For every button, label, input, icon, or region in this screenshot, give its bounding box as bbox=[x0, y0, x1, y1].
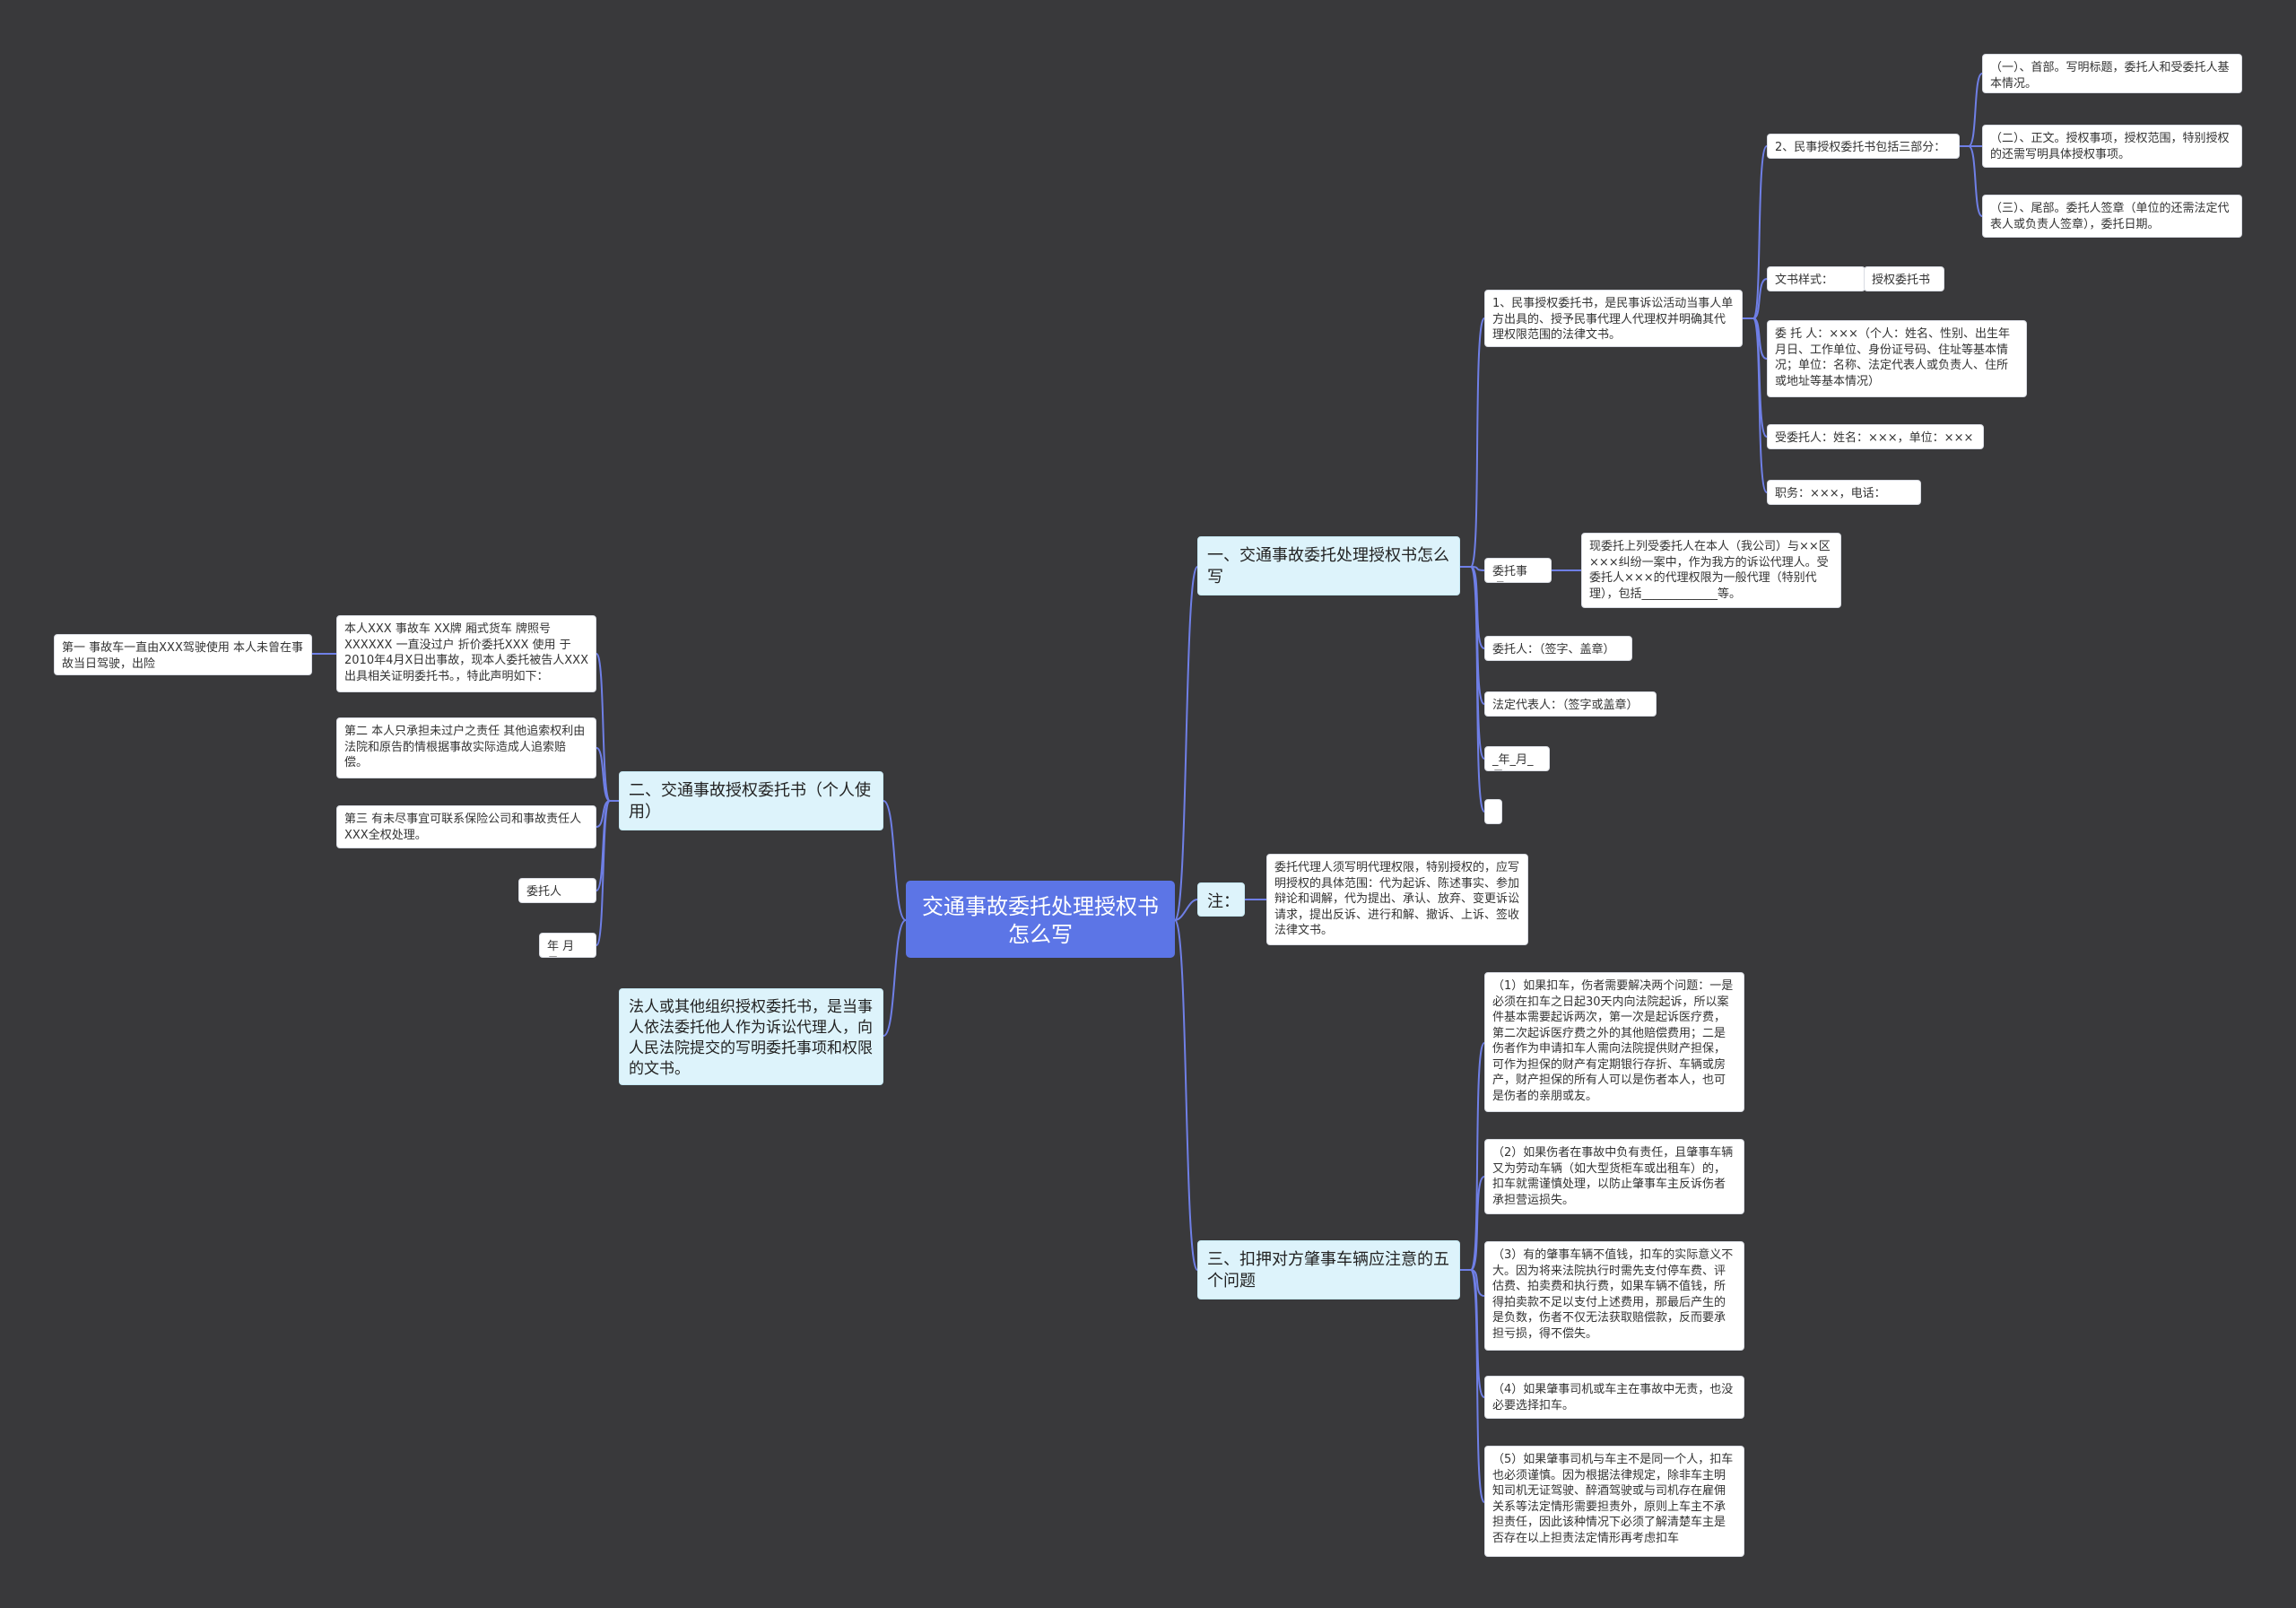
node-text: （一）、首部。写明标题，委托人和受委托人基本情况。 bbox=[1990, 61, 2230, 91]
link-b2-statement bbox=[596, 653, 619, 802]
node-note-text[interactable]: 委托代理人须写明代理权限，特别授权的，应写明授权的具体范围：代为起诉、陈述事实、… bbox=[1266, 854, 1528, 945]
link-b3-1 bbox=[1460, 1042, 1485, 1271]
node-issue-5[interactable]: （5）如果肇事司机与车主不是同一个人，扣车也必须谨慎。因为根据法律规定，除非车主… bbox=[1484, 1446, 1744, 1557]
branch-organization-authorization[interactable]: 法人或其他组织授权委托书，是当事人依法委托他人作为诉讼代理人，向人民法院提交的写… bbox=[619, 988, 883, 1085]
branch-label: 一、交通事故委托处理授权书怎么写 bbox=[1207, 546, 1449, 587]
node-text: （1）如果扣车，伤者需要解决两个问题：一是必须在扣车之日起30天内向法院起诉，所… bbox=[1492, 979, 1734, 1103]
branch-label: 三、扣押对方肇事车辆应注意的五个问题 bbox=[1207, 1250, 1449, 1291]
node-text: （三）、尾部。委托人签章（单位的还需法定代表人或负责人签章），委托日期。 bbox=[1990, 202, 2230, 231]
node-first-clause[interactable]: 第一 事故车一直由XXX驾驶使用 本人未曾在事故当日驾驶，出险 bbox=[54, 634, 312, 675]
node-matter-text[interactable]: 现委托上列受委托人在本人（我公司）与××区×××纠纷一案中，作为我方的诉讼代理人… bbox=[1581, 533, 1841, 608]
link-b3-5 bbox=[1460, 1269, 1485, 1503]
branch-label: 二、交通事故授权委托书（个人使用） bbox=[629, 781, 871, 821]
link-b3-2 bbox=[1460, 1176, 1485, 1271]
link-b2-signer bbox=[596, 800, 619, 891]
node-text: 1、民事授权委托书，是民事诉讼活动当事人单方出具的、授予民事代理人代理权并明确其… bbox=[1492, 297, 1734, 342]
node-date[interactable]: _年_月_日 bbox=[1484, 746, 1550, 771]
node-sample-value[interactable]: 授权委托书 bbox=[1864, 266, 1944, 291]
node-text: 现委托上列受委托人在本人（我公司）与××区×××纠纷一案中，作为我方的诉讼代理人… bbox=[1589, 540, 1831, 601]
node-text: 法定代表人：（签字或盖章） bbox=[1492, 699, 1639, 712]
node-text: 受委托人：姓名：×××，单位：××× bbox=[1775, 431, 1974, 445]
node-statement[interactable]: 本人XXX 事故车 XX牌 厢式货车 牌照号XXXXXX 一直没过户 折价委托X… bbox=[336, 615, 596, 692]
link-b3-4 bbox=[1460, 1269, 1485, 1398]
branch-label: 法人或其他组织授权委托书，是当事人依法委托他人作为诉讼代理人，向人民法院提交的写… bbox=[629, 998, 873, 1078]
node-part-body[interactable]: （二）、正文。授权事项，授权范围，特别授权的还需写明具体授权事项。 bbox=[1982, 125, 2242, 168]
link-root-b2 bbox=[883, 800, 907, 921]
node-second-clause[interactable]: 第二 本人只承担未过户之责任 其他追索权利由法院和原告酌情根据事故实际造成人追索… bbox=[336, 717, 596, 778]
node-signer[interactable]: 委托人 XXX bbox=[518, 878, 596, 903]
node-text: 委 托 人：×××（个人：姓名、性别、出生年月日、工作单位、身份证号码、住址等基… bbox=[1775, 327, 2010, 388]
branch-how-to-write[interactable]: 一、交通事故委托处理授权书怎么写 bbox=[1197, 536, 1460, 595]
node-text: 年 月 日 bbox=[547, 940, 575, 957]
node-text: （3）有的肇事车辆不值钱，扣车的实际意义不大。因为将来法院执行时需先支付停车费、… bbox=[1492, 1248, 1734, 1341]
link-parts-1 bbox=[1960, 73, 1983, 147]
root-title: 交通事故委托处理授权书怎么写 bbox=[922, 894, 1159, 947]
node-text: _年_月_日 bbox=[1492, 753, 1534, 770]
link-root-note bbox=[1174, 899, 1198, 921]
link-def-position bbox=[1743, 317, 1768, 493]
link-def-agent bbox=[1743, 317, 1768, 438]
link-b2-date bbox=[596, 800, 619, 946]
node-text: 本人XXX 事故车 XX牌 厢式货车 牌照号XXXXXX 一直没过户 折价委托X… bbox=[344, 622, 588, 683]
node-legal-rep[interactable]: 法定代表人：（签字或盖章） bbox=[1484, 691, 1657, 717]
node-text: （2）如果伤者在事故中负有责任，且肇事车辆又为劳动车辆（如大型货柜车或出租车）的… bbox=[1492, 1146, 1734, 1207]
node-issue-1[interactable]: （1）如果扣车，伤者需要解决两个问题：一是必须在扣车之日起30天内向法院起诉，所… bbox=[1484, 972, 1744, 1112]
node-three-parts[interactable]: 2、民事授权委托书包括三部分： bbox=[1767, 134, 1960, 159]
node-issue-3[interactable]: （3）有的肇事车辆不值钱，扣车的实际意义不大。因为将来法院执行时需先支付停车费、… bbox=[1484, 1241, 1744, 1351]
link-b3-3 bbox=[1460, 1269, 1485, 1297]
link-root-b3 bbox=[1174, 919, 1198, 1271]
node-principal[interactable]: 委 托 人：×××（个人：姓名、性别、出生年月日、工作单位、身份证号码、住址等基… bbox=[1767, 320, 2027, 397]
node-issue-4[interactable]: （4）如果肇事司机或车主在事故中无责，也没必要选择扣车。 bbox=[1484, 1376, 1744, 1419]
node-text: （二）、正文。授权事项，授权范围，特别授权的还需写明具体授权事项。 bbox=[1990, 132, 2230, 161]
node-text: （4）如果肇事司机或车主在事故中无责，也没必要选择扣车。 bbox=[1492, 1383, 1734, 1412]
link-b1-def bbox=[1460, 317, 1485, 568]
node-sign-date[interactable]: 年 月 日 bbox=[539, 933, 596, 958]
branch-note[interactable]: 注： bbox=[1197, 882, 1245, 917]
node-text: 职务：×××，电话：××× bbox=[1775, 487, 1886, 504]
node-agent[interactable]: 受委托人：姓名：×××，单位：××× bbox=[1767, 424, 1984, 449]
node-text: （5）如果肇事司机与车主不是同一个人，扣车也必须谨慎。因为根据法律规定，除非车主… bbox=[1492, 1453, 1734, 1545]
link-def-threeparts bbox=[1743, 145, 1768, 319]
node-text: 2、民事授权委托书包括三部分： bbox=[1775, 141, 1946, 154]
link-b1-empty bbox=[1460, 566, 1485, 813]
node-empty[interactable] bbox=[1484, 799, 1502, 824]
link-root-b4 bbox=[883, 919, 907, 1037]
branch-seize-vehicle[interactable]: 三、扣押对方肇事车辆应注意的五个问题 bbox=[1197, 1240, 1460, 1299]
link-def-principal bbox=[1743, 317, 1768, 360]
node-text: 第二 本人只承担未过户之责任 其他追索权利由法院和原告酌情根据事故实际造成人追索… bbox=[344, 725, 586, 769]
node-sample-label[interactable]: 文书样式： bbox=[1767, 266, 1866, 291]
link-def-sample bbox=[1743, 278, 1768, 319]
node-position[interactable]: 职务：×××，电话：××× bbox=[1767, 480, 1921, 505]
node-part-head[interactable]: （一）、首部。写明标题，委托人和受委托人基本情况。 bbox=[1982, 54, 2242, 93]
branch-personal-authorization[interactable]: 二、交通事故授权委托书（个人使用） bbox=[619, 771, 883, 830]
node-third-clause[interactable]: 第三 有未尽事宜可联系保险公司和事故责任人XXX全权处理。 bbox=[336, 805, 596, 848]
node-part-tail[interactable]: （三）、尾部。委托人签章（单位的还需法定代表人或负责人签章），委托日期。 bbox=[1982, 195, 2242, 238]
node-text: 委托人 XXX bbox=[526, 885, 562, 902]
root-node[interactable]: 交通事故委托处理授权书怎么写 bbox=[906, 881, 1175, 958]
node-text: 委托代理人须写明代理权限，特别授权的，应写明授权的具体范围：代为起诉、陈述事实、… bbox=[1274, 861, 1520, 937]
link-b1-legalrep bbox=[1460, 566, 1485, 705]
node-text: 第一 事故车一直由XXX驾驶使用 本人未曾在事故当日驾驶，出险 bbox=[62, 641, 303, 671]
link-root-b1 bbox=[1174, 566, 1198, 921]
node-definition[interactable]: 1、民事授权委托书，是民事诉讼活动当事人单方出具的、授予民事代理人代理权并明确其… bbox=[1484, 290, 1743, 347]
link-parts-3 bbox=[1960, 145, 1983, 217]
link-b1-date bbox=[1460, 566, 1485, 760]
branch-label: 注： bbox=[1207, 892, 1239, 911]
node-matter-label[interactable]: 委托事项： bbox=[1484, 558, 1552, 583]
node-principal-sign[interactable]: 委托人：（签字、盖章） bbox=[1484, 636, 1632, 661]
node-text: 第三 有未尽事宜可联系保险公司和事故责任人XXX全权处理。 bbox=[344, 813, 582, 842]
node-text: 委托人：（签字、盖章） bbox=[1492, 643, 1615, 656]
node-text: 文书样式： bbox=[1775, 274, 1834, 287]
node-text: 授权委托书 bbox=[1872, 274, 1931, 287]
node-text: 委托事项： bbox=[1492, 565, 1528, 582]
link-b1-sign bbox=[1460, 566, 1485, 649]
node-issue-2[interactable]: （2）如果伤者在事故中负有责任，且肇事车辆又为劳动车辆（如大型货柜车或出租车）的… bbox=[1484, 1139, 1744, 1214]
